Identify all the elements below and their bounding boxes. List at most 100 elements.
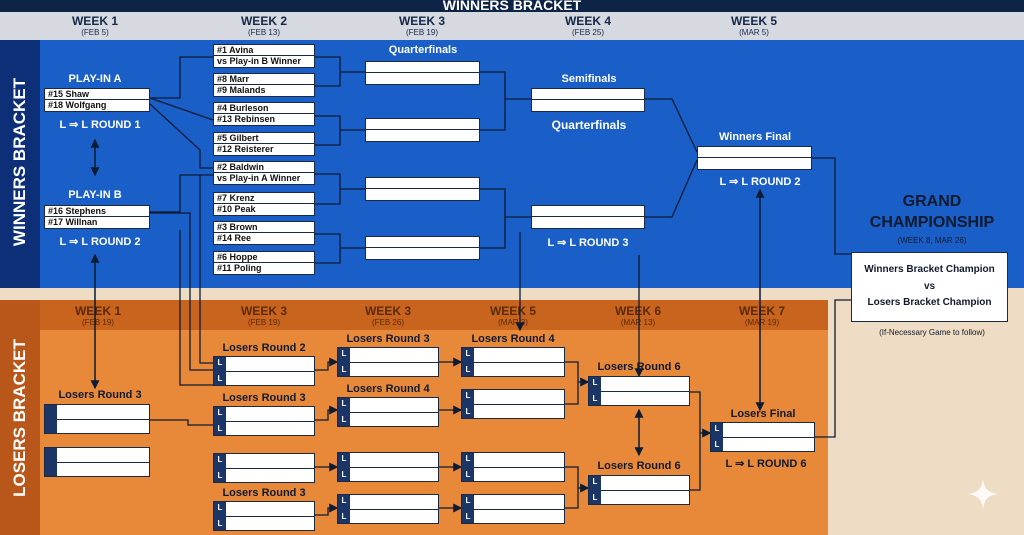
losers-week1-match-2[interactable] <box>44 447 150 477</box>
qf-match-4[interactable] <box>365 236 480 260</box>
quarterfinals-label-2: Quarterfinals <box>551 118 627 132</box>
round1-match-3[interactable]: #4 Burleson#13 Rebinsen <box>213 102 315 126</box>
connector-line <box>150 174 213 213</box>
play-in-b-match[interactable]: #16 Stephens #17 Willnan <box>44 205 150 229</box>
qf-match-2[interactable] <box>365 118 480 142</box>
bracket-title: WINNERS BRACKET <box>442 0 582 13</box>
grand-championship-box[interactable]: Winners Bracket Champion vs Losers Brack… <box>851 252 1008 322</box>
grand-date: (WEEK 8, MAR 26) <box>897 236 967 245</box>
connector-line <box>645 159 698 218</box>
match-slot <box>366 178 479 189</box>
losers-week-2: WEEK 3(FEB 19) <box>240 304 287 327</box>
match-team-1: #3 Brown <box>214 222 314 233</box>
winners-final-match[interactable] <box>697 146 812 170</box>
l-tag: L <box>217 408 223 417</box>
losers-week1-match-1[interactable] <box>44 404 150 434</box>
l-tag: L <box>465 407 471 416</box>
round1-match-2[interactable]: #8 Marr#9 Malands <box>213 73 315 97</box>
l-tag: L <box>592 493 598 502</box>
losers-round-4-label-b: Losers Round 4 <box>471 333 555 345</box>
l-tag: L <box>217 503 223 512</box>
connector-line <box>480 99 506 131</box>
l-tag: L <box>341 365 347 374</box>
match-team-2: #13 Rebinsen <box>217 114 276 124</box>
match-team-1: #2 Baldwin <box>214 162 314 173</box>
losers-round-6-label-a: Losers Round 6 <box>597 361 681 373</box>
connector-line <box>150 56 213 99</box>
connector-line <box>315 173 365 190</box>
play-in-a-team-2: #18 Wolfgang <box>48 100 107 110</box>
play-in-a-match[interactable]: #15 Shaw #18 Wolfgang <box>44 88 150 112</box>
l-tag: L <box>465 454 471 463</box>
l-tag: L <box>465 470 471 479</box>
grand-title-2: CHAMPIONSHIP <box>869 214 995 231</box>
semi-match-1[interactable] <box>531 88 645 112</box>
match-slot <box>366 237 479 248</box>
l-tag: L <box>465 365 471 374</box>
match-team-1: #6 Hoppe <box>214 252 314 263</box>
play-in-b-team-1: #16 Stephens <box>45 206 149 217</box>
round1-match-6[interactable]: #7 Krenz#10 Peak <box>213 192 315 216</box>
l-tag: L <box>341 496 347 505</box>
match-team-1: #1 Avina <box>214 45 314 56</box>
play-in-b-team-2: #17 Willnan <box>48 217 98 227</box>
match-slot <box>366 62 479 73</box>
winners-bracket-area <box>0 40 1024 288</box>
l-tag: L <box>714 424 720 433</box>
grand-note: (If-Necessary Game to follow) <box>879 328 985 337</box>
connector-line <box>315 405 339 421</box>
match-slot <box>532 89 644 100</box>
l-round-2-note: L ⇒ L ROUND 2 <box>719 176 801 188</box>
round1-match-7[interactable]: #3 Brown#14 Ree <box>213 221 315 245</box>
winners-final-label: Winners Final <box>718 131 792 143</box>
match-team-1: #5 Gilbert <box>214 133 314 144</box>
losers-round-2-label: Losers Round 2 <box>222 342 306 354</box>
semi-match-2[interactable] <box>531 205 645 229</box>
losers-round-3-label-b: Losers Round 3 <box>222 392 306 404</box>
connector-line <box>315 503 339 516</box>
grand-vs: vs <box>923 281 936 292</box>
connector-line <box>199 175 213 364</box>
winners-section-label-bar <box>0 40 40 288</box>
connector-line <box>565 382 579 405</box>
l-tag: L <box>217 358 223 367</box>
grand-line-1: Winners Bracket Champion <box>864 264 995 275</box>
sparkle-icon <box>968 479 998 509</box>
qf-match-1[interactable] <box>365 61 480 85</box>
losers-round-4-label-a: Losers Round 4 <box>346 383 430 395</box>
l-tag: L <box>465 512 471 521</box>
connector-line <box>480 71 531 100</box>
round1-match-4[interactable]: #5 Gilbert#12 Reisterer <box>213 132 315 156</box>
winners-week-4: WEEK 4(FEB 25) <box>564 14 611 37</box>
connector-line <box>480 188 531 218</box>
round1-match-8[interactable]: #6 Hoppe#11 Poling <box>213 251 315 275</box>
connector-line <box>179 230 213 386</box>
l-tag: L <box>217 455 223 464</box>
qf-match-3[interactable] <box>365 177 480 201</box>
